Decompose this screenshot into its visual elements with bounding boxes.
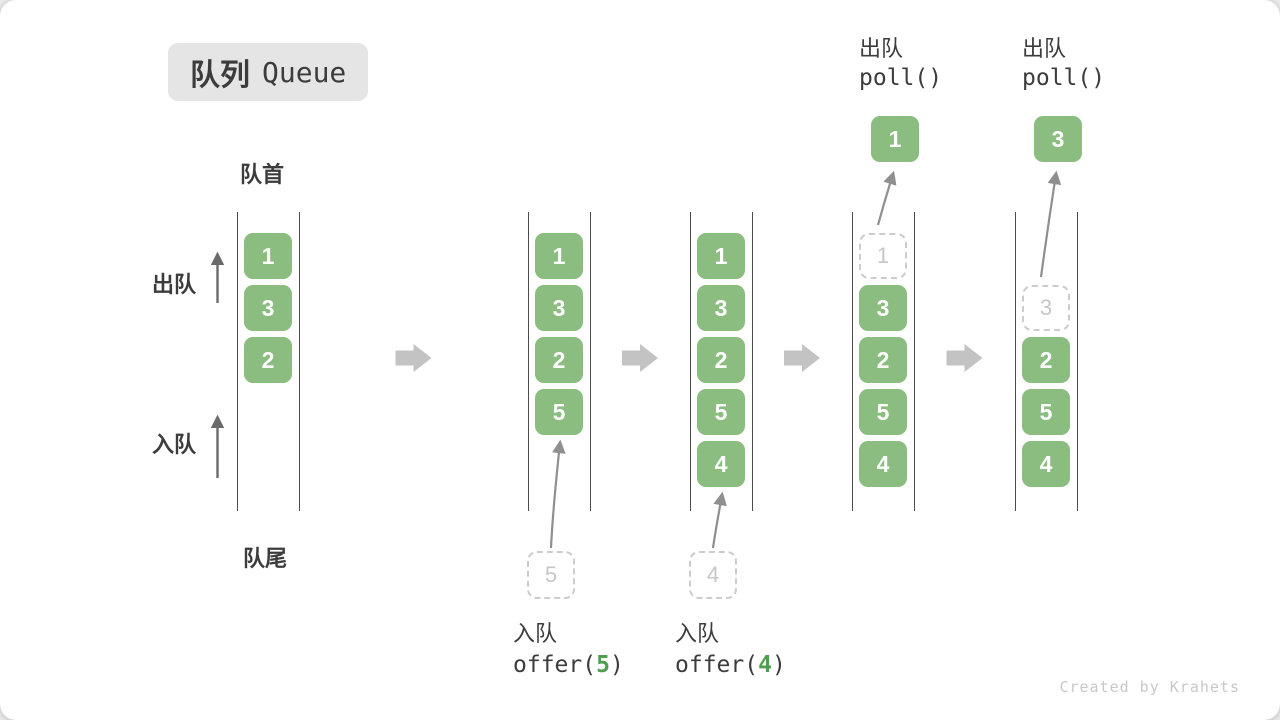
dequeue-op-label: 出队 bbox=[1022, 36, 1067, 61]
queue-element-box: 2 bbox=[697, 337, 745, 383]
enqueue-ghost-box: 5 bbox=[527, 551, 575, 599]
queue-wall bbox=[852, 212, 854, 511]
queue-wall bbox=[299, 212, 301, 511]
queue-wall bbox=[752, 212, 754, 511]
enqueue-ghost-box: 4 bbox=[689, 551, 737, 599]
enqueue-op-code: offer(4) bbox=[675, 652, 786, 678]
queue-element-box: 1 bbox=[244, 233, 292, 279]
code-text: offer( bbox=[513, 652, 597, 678]
dequeue-op-code: poll() bbox=[1022, 65, 1105, 91]
code-argument: 5 bbox=[596, 652, 610, 678]
queue-element-box: 5 bbox=[1022, 389, 1070, 435]
label-enqueue-side: 入队 bbox=[152, 432, 197, 457]
queue-wall bbox=[1077, 212, 1079, 511]
queue-wall bbox=[914, 212, 916, 511]
title-badge: 队列 Queue bbox=[168, 43, 369, 101]
enqueue-op-code: offer(5) bbox=[513, 652, 624, 678]
title-zh: 队列 bbox=[190, 59, 250, 92]
queue-element-box: 5 bbox=[859, 389, 907, 435]
queue-element-box: 3 bbox=[535, 285, 583, 331]
queue-wall bbox=[528, 212, 530, 511]
queue-element-box: 4 bbox=[859, 441, 907, 487]
label-queue-rear: 队尾 bbox=[243, 546, 288, 571]
label-queue-front: 队首 bbox=[240, 162, 285, 187]
dequeue-op-label: 出队 bbox=[859, 36, 904, 61]
queue-wall bbox=[690, 212, 692, 511]
enqueue-op-label: 入队 bbox=[675, 621, 720, 646]
dequeued-ghost-box: 1 bbox=[859, 233, 907, 279]
dequeued-ghost-box: 3 bbox=[1022, 285, 1070, 331]
code-text: ) bbox=[609, 652, 624, 678]
queue-element-box: 4 bbox=[1022, 441, 1070, 487]
code-text: poll() bbox=[859, 65, 943, 91]
code-text: offer( bbox=[675, 652, 759, 678]
dequeued-element-box: 3 bbox=[1034, 116, 1082, 162]
queue-wall bbox=[1015, 212, 1017, 511]
queue-element-box: 2 bbox=[244, 337, 292, 383]
queue-element-box: 5 bbox=[697, 389, 745, 435]
queue-wall bbox=[237, 212, 239, 511]
code-text: ) bbox=[771, 652, 786, 678]
dequeue-op-code: poll() bbox=[859, 65, 942, 91]
code-text: poll() bbox=[1022, 65, 1106, 91]
enqueue-op-label: 入队 bbox=[513, 621, 558, 646]
queue-element-box: 4 bbox=[697, 441, 745, 487]
queue-element-box: 1 bbox=[697, 233, 745, 279]
queue-element-box: 2 bbox=[1022, 337, 1070, 383]
queue-wall bbox=[590, 212, 592, 511]
queue-element-box: 2 bbox=[859, 337, 907, 383]
queue-element-box: 1 bbox=[535, 233, 583, 279]
queue-element-box: 3 bbox=[244, 285, 292, 331]
watermark: Created by Krahets bbox=[1059, 678, 1240, 696]
queue-element-box: 5 bbox=[535, 389, 583, 435]
code-argument: 4 bbox=[758, 652, 772, 678]
queue-element-box: 2 bbox=[535, 337, 583, 383]
title-en: Queue bbox=[262, 55, 347, 89]
dequeued-element-box: 1 bbox=[871, 116, 919, 162]
queue-element-box: 3 bbox=[859, 285, 907, 331]
queue-element-box: 3 bbox=[697, 285, 745, 331]
label-dequeue-side: 出队 bbox=[152, 272, 197, 297]
